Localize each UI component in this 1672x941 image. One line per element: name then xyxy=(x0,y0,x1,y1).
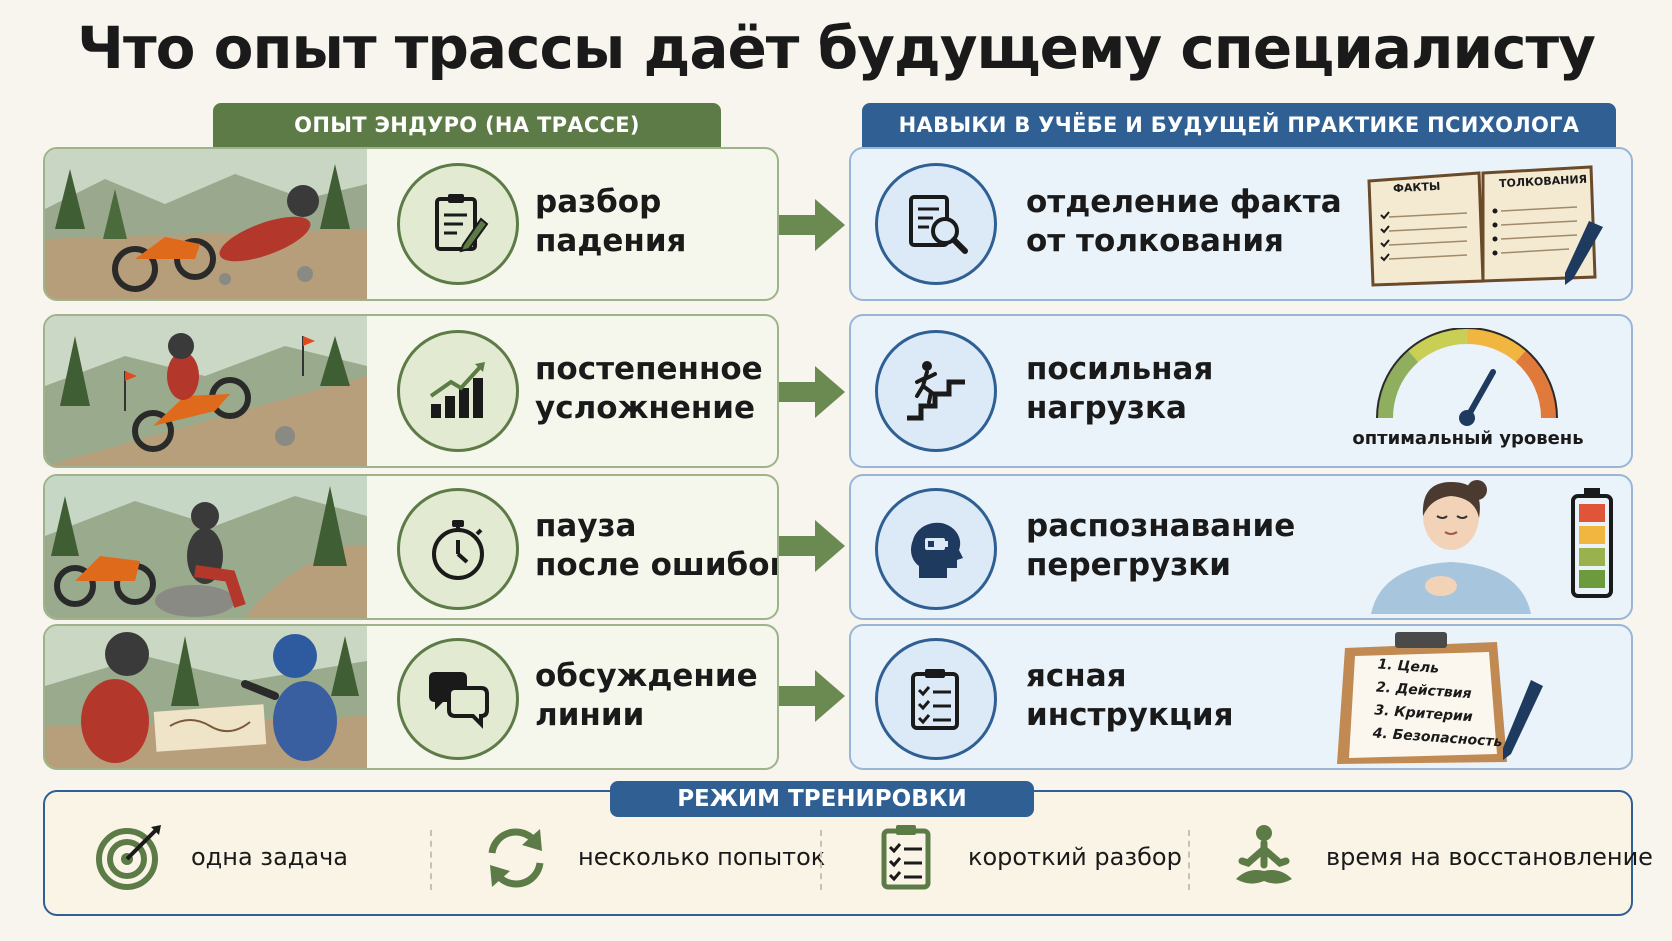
speech-bubbles-icon xyxy=(397,638,519,760)
page-title: Что опыт трассы даёт будущему специалист… xyxy=(77,14,1596,82)
skill-label-line2: инструкция xyxy=(1026,697,1234,733)
enduro-label-line1: обсуждение xyxy=(535,658,758,694)
enduro-discussion-photo xyxy=(45,626,367,768)
instruction-clipboard: 1. Цель 2. Действия 3. Критерии 4. Безоп… xyxy=(1331,630,1601,764)
enduro-label: разбор падения xyxy=(535,183,686,261)
enduro-rest-photo xyxy=(45,476,367,618)
skill-label: ясная инструкция xyxy=(1026,657,1234,735)
divider xyxy=(430,830,432,890)
skill-label-line1: отделение факта xyxy=(1026,184,1342,220)
enduro-climb-photo xyxy=(45,316,367,466)
meditation-icon xyxy=(1236,825,1292,884)
load-gauge: оптимальный уровень xyxy=(1333,328,1603,454)
document-magnifier-icon xyxy=(875,163,997,285)
skill-label-line2: от толкования xyxy=(1026,223,1284,259)
enduro-label: пауза после ошибок xyxy=(535,507,779,585)
regime-item-label: несколько попыток xyxy=(578,843,826,871)
enduro-crash-photo xyxy=(45,149,367,299)
regime-item-label: одна задача xyxy=(191,843,348,871)
divider xyxy=(820,830,822,890)
enduro-label-line2: падения xyxy=(535,223,687,259)
skill-row-overload: распознавание перегрузки xyxy=(849,474,1633,620)
clipboard-pencil-icon xyxy=(397,163,519,285)
person-battery-illustration xyxy=(1351,476,1621,614)
arrow-right-icon xyxy=(779,520,845,572)
divider xyxy=(1188,830,1190,890)
enduro-row-crash-review: разбор падения xyxy=(43,147,779,301)
refresh-icon xyxy=(488,828,544,888)
skill-label: отделение факта от толкования xyxy=(1026,183,1342,261)
enduro-label-line2: после ошибок xyxy=(535,547,779,583)
skill-label-line2: перегрузки xyxy=(1026,547,1232,583)
enduro-row-line-discussion: обсуждение линии xyxy=(43,624,779,770)
skill-label-line1: распознавание xyxy=(1026,508,1296,544)
training-regime-title: РЕЖИМ ТРЕНИРОВКИ xyxy=(610,781,1034,817)
regime-item-recovery: время на восстановление xyxy=(1228,822,1653,892)
enduro-label-line1: разбор xyxy=(535,184,662,220)
bar-chart-growth-icon xyxy=(397,330,519,452)
regime-item-attempts: несколько попыток xyxy=(480,822,825,892)
regime-item-label: короткий разбор xyxy=(968,843,1182,871)
arrow-right-icon xyxy=(779,199,845,251)
enduro-label-line2: линии xyxy=(535,697,645,733)
skill-row-manageable-load: посильная нагрузка оптимальный уровень xyxy=(849,314,1633,468)
enduro-row-progression: постепенное усложнение xyxy=(43,314,779,468)
right-column-header: НАВЫКИ В УЧЁБЕ И БУДУЩЕЙ ПРАКТИКЕ ПСИХОЛ… xyxy=(862,103,1616,147)
skill-label-line1: посильная xyxy=(1026,351,1214,387)
skill-label-line2: нагрузка xyxy=(1026,390,1187,426)
checklist-icon xyxy=(881,825,931,890)
arrow-right-icon xyxy=(779,366,845,418)
enduro-row-pause: пауза после ошибок xyxy=(43,474,779,620)
skill-label-line1: ясная xyxy=(1026,658,1127,694)
target-icon xyxy=(96,825,161,890)
notebook-illustration: ФАКТЫ ТОЛКОВАНИЯ xyxy=(1359,161,1609,287)
stopwatch-icon xyxy=(397,488,519,610)
skill-label: распознавание перегрузки xyxy=(1026,507,1295,585)
enduro-label-line2: усложнение xyxy=(535,390,756,426)
instruction-steps: 1. Цель 2. Действия 3. Критерии 4. Безоп… xyxy=(1372,654,1508,755)
enduro-label: обсуждение линии xyxy=(535,657,758,735)
enduro-label-line1: постепенное xyxy=(535,351,763,387)
checklist-icon xyxy=(875,638,997,760)
skill-row-clear-instruction: ясная инструкция 1. Цель 2. Действия 3. … xyxy=(849,624,1633,770)
gauge-caption: оптимальный уровень xyxy=(1352,428,1584,449)
stairs-climber-icon xyxy=(875,330,997,452)
head-battery-icon xyxy=(875,488,997,610)
enduro-label-line1: пауза xyxy=(535,508,637,544)
skill-row-fact-interpretation: отделение факта от толкования ФАКТЫ ТОЛК… xyxy=(849,147,1633,301)
arrow-right-icon xyxy=(779,670,845,722)
regime-item-one-task: одна задача xyxy=(93,822,348,892)
enduro-label: постепенное усложнение xyxy=(535,350,763,428)
skill-label: посильная нагрузка xyxy=(1026,350,1213,428)
notebook-facts-label: ФАКТЫ xyxy=(1392,179,1441,196)
left-column-header: ОПЫТ ЭНДУРО (НА ТРАССЕ) xyxy=(213,103,721,147)
regime-item-label: время на восстановление xyxy=(1326,843,1653,871)
regime-item-short-review: короткий разбор xyxy=(870,822,1182,892)
